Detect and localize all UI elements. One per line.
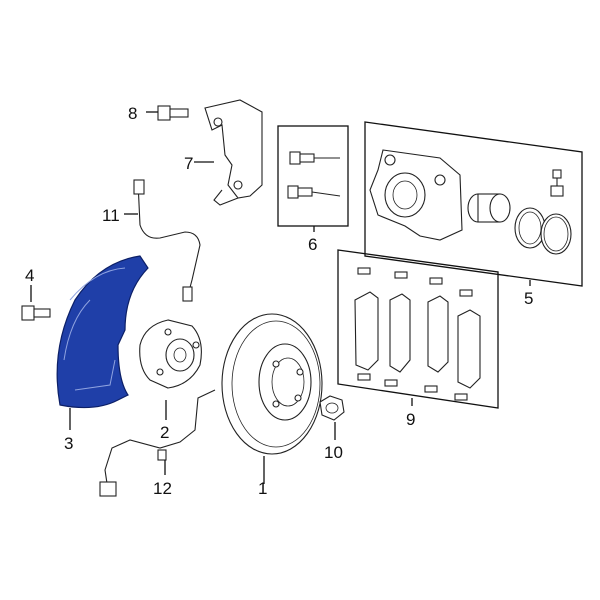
callout-1: 1 [258, 479, 267, 498]
guide-pin-group-box [277, 125, 349, 227]
callout-8: 8 [128, 104, 137, 123]
pad-clips-bottom [357, 373, 468, 401]
caliper-piston [467, 193, 511, 223]
caliper-group-box [364, 121, 583, 287]
caliper-bracket [204, 99, 263, 206]
callout-2: 2 [160, 423, 169, 442]
brake-rotor [221, 313, 323, 455]
callout-9: 9 [406, 410, 415, 429]
callout-4: 4 [25, 266, 34, 285]
callout-10: 10 [324, 443, 343, 462]
callout-6: 6 [308, 235, 317, 254]
leader-lines [30, 111, 531, 484]
dust-shield-bolt [21, 305, 51, 321]
callout-5: 5 [524, 289, 533, 308]
caliper-housing [369, 149, 463, 241]
hub-nut [319, 395, 345, 421]
piston-seal-rings [514, 207, 572, 255]
callout-12: 12 [153, 479, 172, 498]
guide-pin-lower [287, 185, 341, 199]
brake-pad-group-box [337, 249, 499, 409]
wheel-speed-sensor-harness [99, 389, 216, 497]
callout-11: 11 [102, 206, 120, 225]
bleeder-screw [550, 169, 564, 197]
brake-hose [133, 179, 201, 302]
callout-3: 3 [64, 434, 73, 453]
brake-pads [354, 291, 481, 389]
guide-pin-upper [289, 151, 340, 165]
hub-bearing [139, 319, 202, 389]
dust-shield [56, 255, 149, 409]
callout-7: 7 [184, 154, 193, 173]
caliper-bracket-bolt [157, 105, 189, 121]
pad-clips-top [357, 267, 473, 297]
callout-labels: 8 7 11 4 3 6 5 9 2 12 1 10 [25, 104, 533, 498]
